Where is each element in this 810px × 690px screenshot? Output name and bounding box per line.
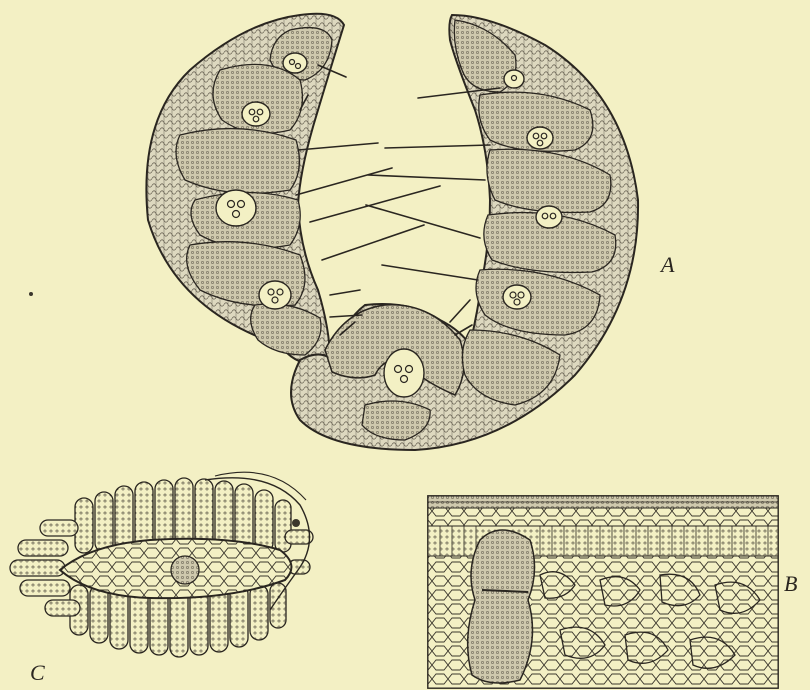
figure-label-c: C xyxy=(30,660,45,686)
figure-label-a: A xyxy=(661,252,674,278)
figure-c-section xyxy=(10,472,313,657)
figure-b-section xyxy=(428,496,778,688)
figure-a-section xyxy=(146,14,638,450)
figure-label-b: B xyxy=(784,571,797,597)
vascular-core xyxy=(171,556,199,584)
b-vascular-bundle xyxy=(468,530,535,683)
spines xyxy=(296,65,500,335)
